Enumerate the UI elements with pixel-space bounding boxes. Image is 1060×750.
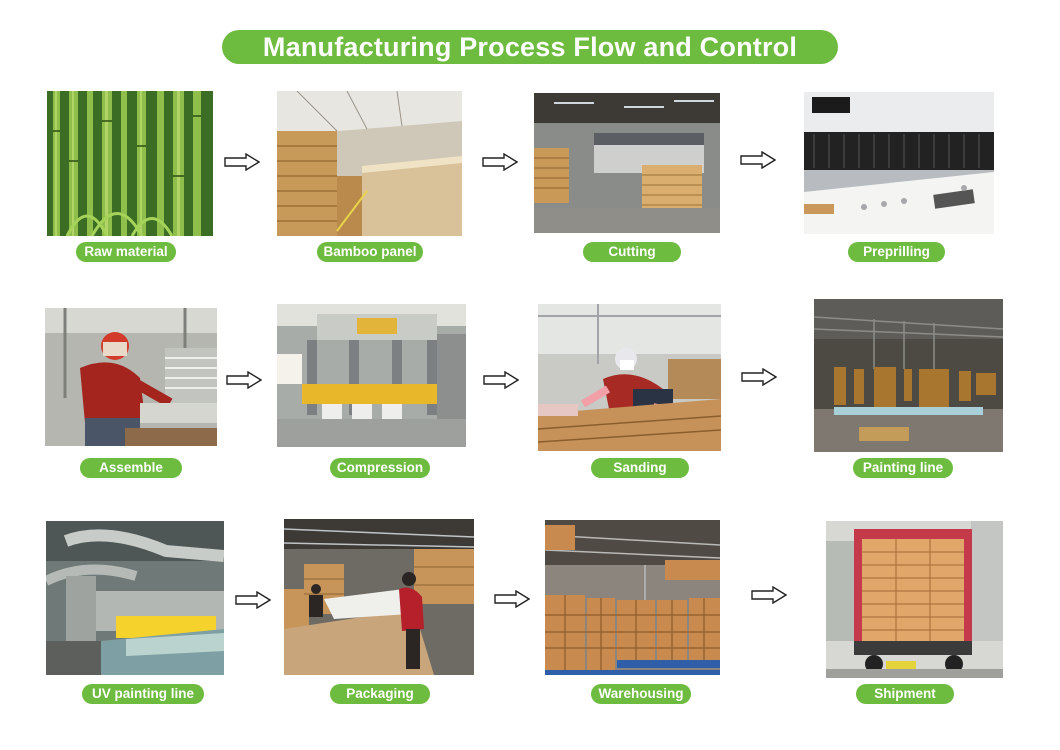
warehousing-photo <box>545 520 720 675</box>
step-label-compression: Compression <box>330 458 430 478</box>
assemble-photo <box>45 308 217 446</box>
step-label-preprilling: Preprilling <box>848 242 945 262</box>
step-label-raw-material: Raw material <box>76 242 176 262</box>
cutting-photo <box>534 93 720 233</box>
step-label-packaging: Packaging <box>330 684 430 704</box>
step-label-shipment: Shipment <box>856 684 954 704</box>
arrow-right-icon <box>226 371 262 389</box>
predrilling-photo <box>804 92 994 234</box>
arrow-right-icon <box>235 591 271 609</box>
arrow-right-icon <box>483 371 519 389</box>
step-label-painting-line: Painting line <box>853 458 953 478</box>
raw-material-photo <box>47 91 213 236</box>
step-label-cutting: Cutting <box>583 242 681 262</box>
compression-photo <box>277 304 466 447</box>
bamboo-panel-photo <box>277 91 462 236</box>
step-label-uv-painting-line: UV painting line <box>82 684 204 704</box>
sanding-photo <box>538 304 721 451</box>
step-label-assemble: Assemble <box>80 458 182 478</box>
arrow-right-icon <box>740 151 776 169</box>
page-title: Manufacturing Process Flow and Control <box>222 30 838 64</box>
step-label-warehousing: Warehousing <box>591 684 691 704</box>
painting-line-photo <box>814 299 1003 452</box>
packaging-photo <box>284 519 474 675</box>
step-label-sanding: Sanding <box>591 458 689 478</box>
arrow-right-icon <box>224 153 260 171</box>
arrow-right-icon <box>482 153 518 171</box>
step-label-bamboo-panel: Bamboo panel <box>317 242 423 262</box>
arrow-right-icon <box>494 590 530 608</box>
uv-painting-line-photo <box>46 521 224 675</box>
arrow-right-icon <box>751 586 787 604</box>
arrow-right-icon <box>741 368 777 386</box>
shipment-photo <box>826 521 1003 678</box>
